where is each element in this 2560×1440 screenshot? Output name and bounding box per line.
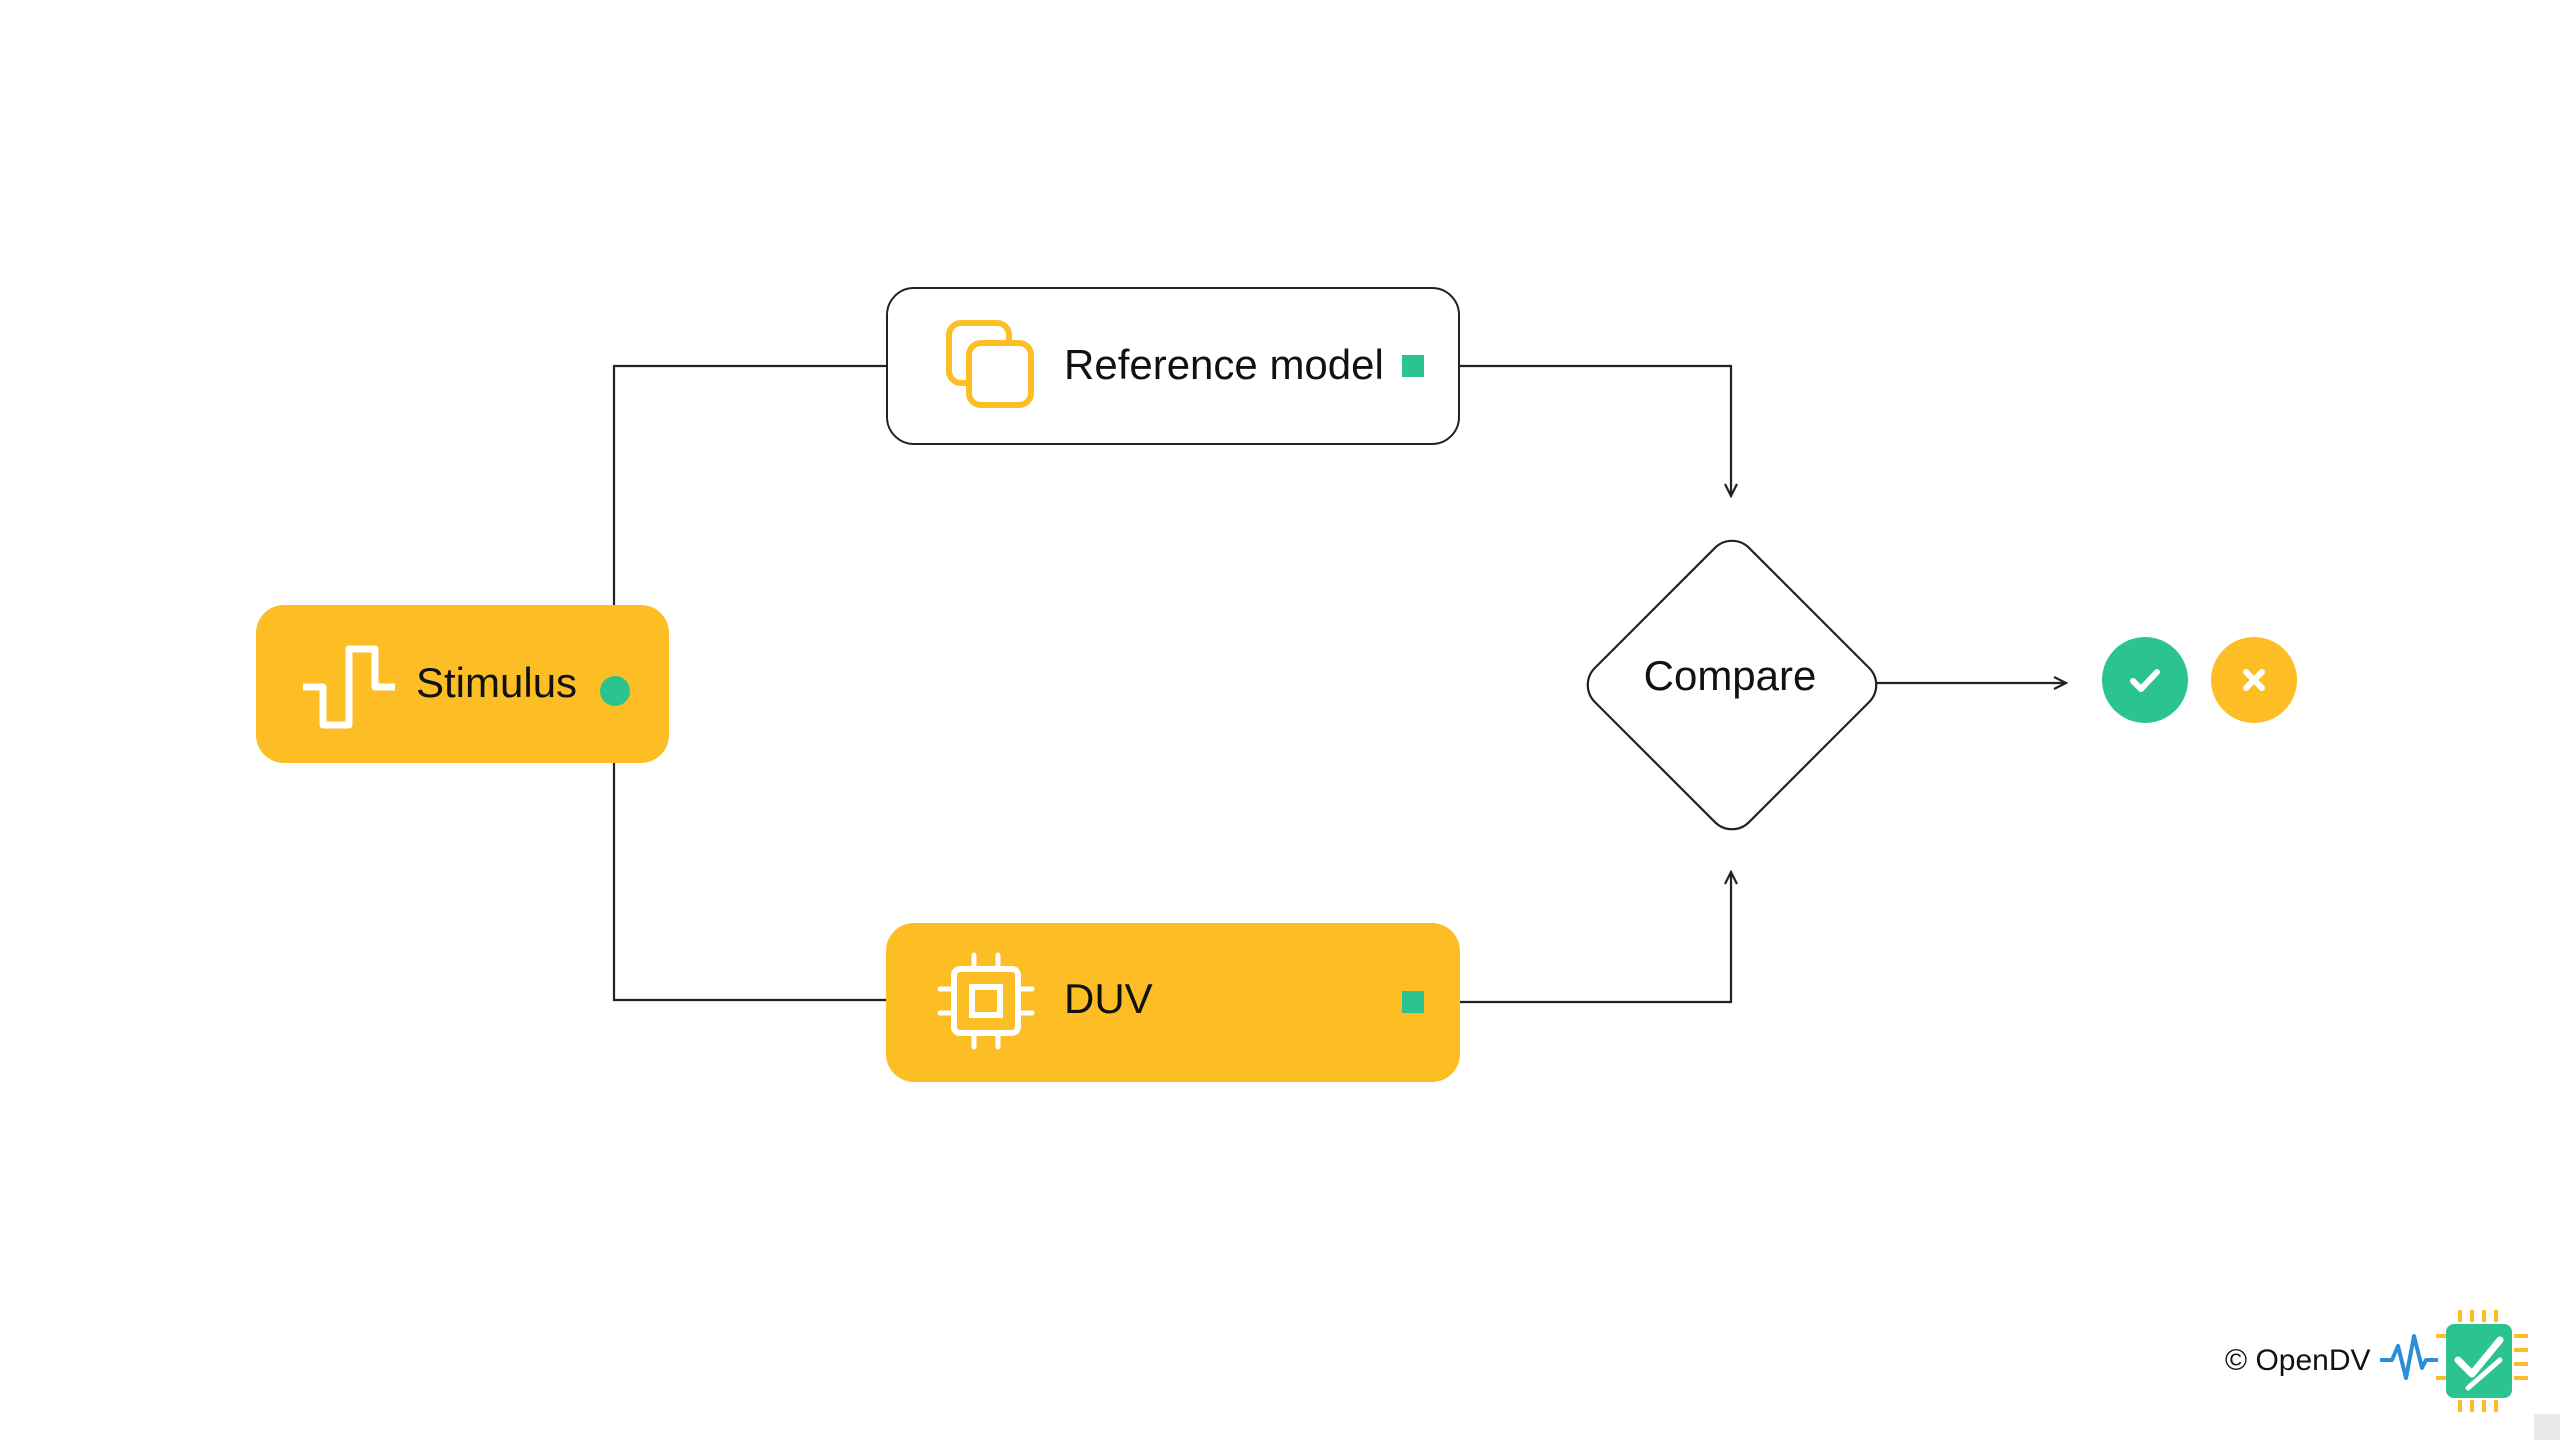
- opendv-logo-icon: [2378, 1306, 2538, 1421]
- duv-node: DUV: [886, 923, 1460, 1082]
- corner-mark: [2534, 1414, 2560, 1440]
- reference-model-output-port: [1402, 355, 1424, 377]
- copyright-text: © OpenDV: [2225, 1344, 2371, 1377]
- reference-model-label: Reference model: [1064, 341, 1384, 388]
- stimulus-output-port: [600, 676, 630, 706]
- edge-stimulus-to-reference: [612, 366, 928, 690]
- stimulus-label: Stimulus: [416, 659, 578, 706]
- reference-model-node: Reference model: [886, 287, 1460, 445]
- copy-icon: [943, 317, 1039, 418]
- cross-icon: [2243, 669, 2265, 691]
- compare-diamond-shape: [1586, 539, 1878, 831]
- chip-icon: [936, 951, 1036, 1056]
- fail-result: [2211, 637, 2297, 723]
- pulse-icon: [301, 641, 397, 738]
- duv-output-port: [1402, 991, 1424, 1013]
- edge-stimulus-to-duv: [612, 690, 928, 1000]
- stimulus-node: Stimulus: [256, 605, 669, 763]
- edge-reference-to-compare: [1422, 364, 1731, 496]
- check-icon: [2130, 669, 2160, 692]
- compare-label: Compare: [1643, 652, 1817, 699]
- duv-label: DUV: [1064, 975, 1153, 1022]
- edge-duv-to-compare: [1422, 872, 1731, 1004]
- pass-result: [2102, 637, 2188, 723]
